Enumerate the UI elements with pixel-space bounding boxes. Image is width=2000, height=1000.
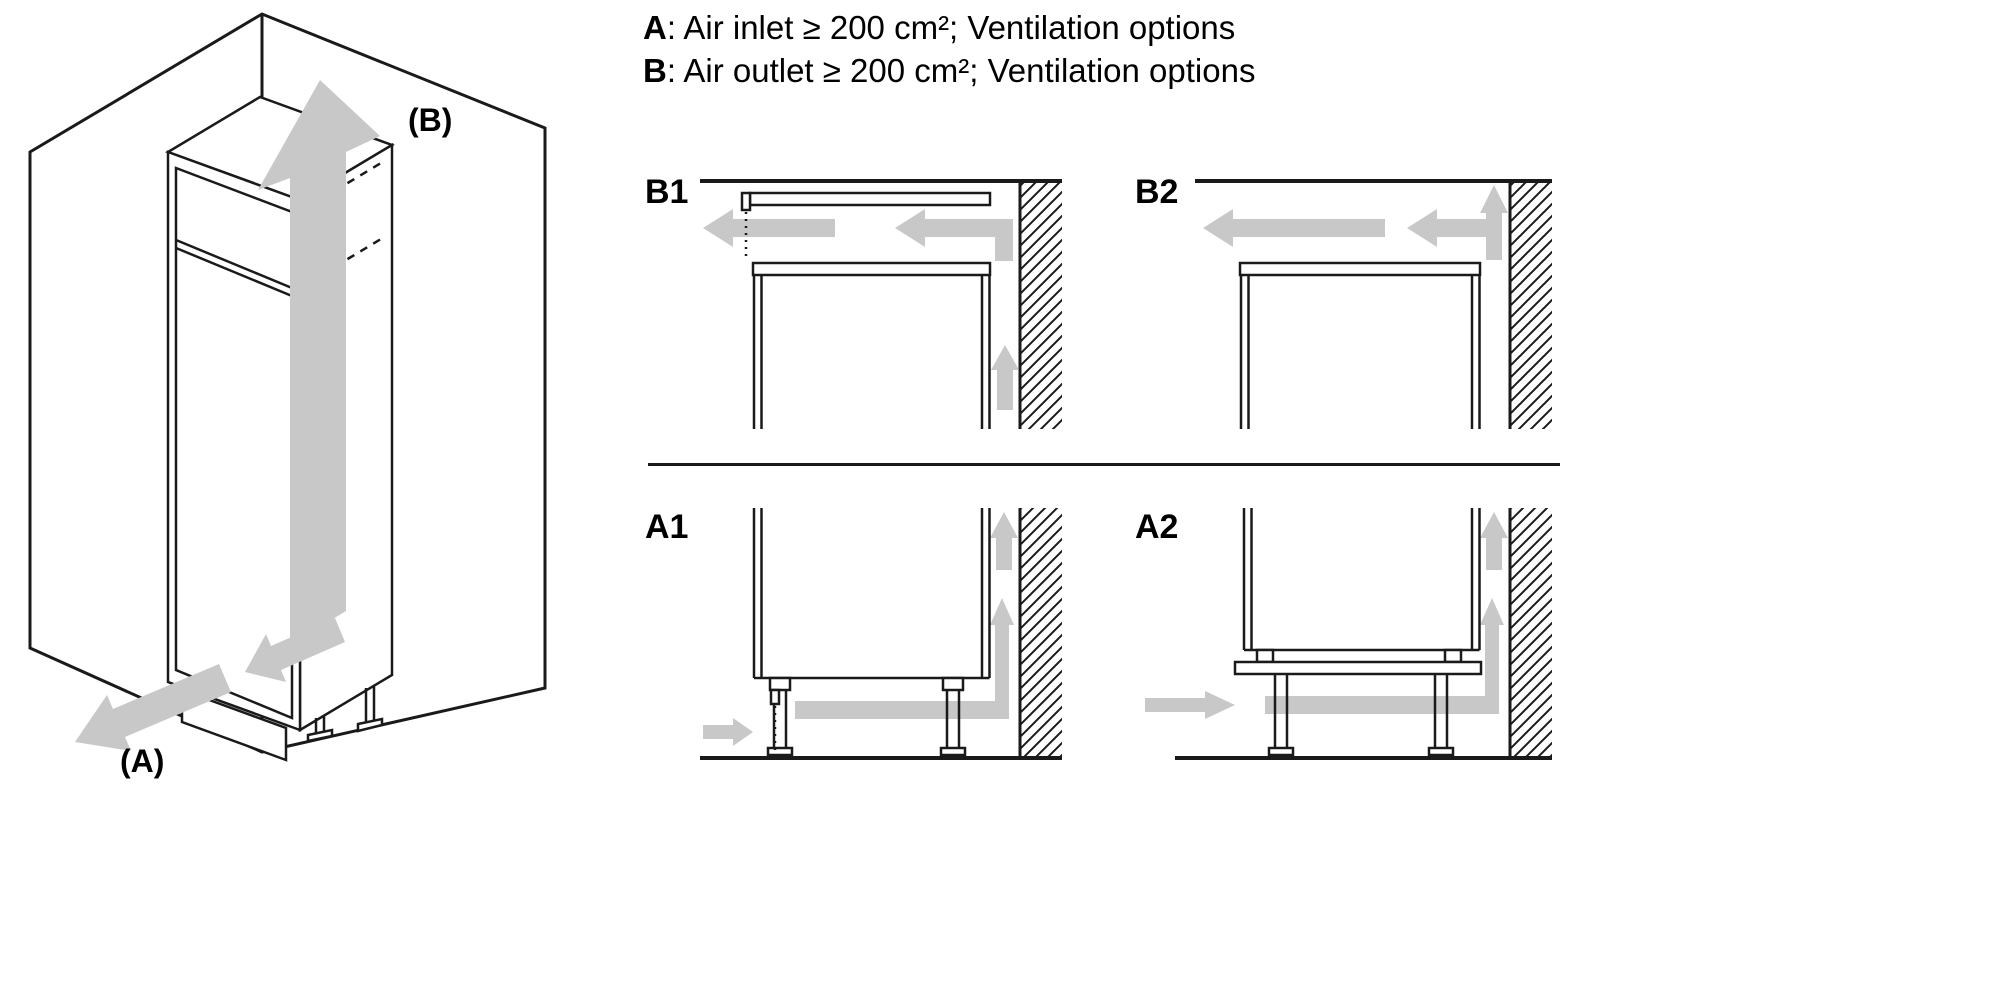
air-inlet-inner-arrow <box>245 618 345 682</box>
front-grille-piece <box>769 688 781 706</box>
legend-key-b: B <box>643 52 667 89</box>
airflow-arrows <box>703 512 1018 746</box>
panel-a2-label: A2 <box>1135 508 1179 546</box>
panel-a1: A1 <box>645 500 1065 770</box>
legend-text-a: : Air inlet ≥ 200 cm²; Ventilation optio… <box>666 9 1236 46</box>
airflow-arrows <box>1203 185 1508 260</box>
air-under-base-turn-up-arrow <box>1265 598 1504 714</box>
legend-line-air-outlet: B: Air outlet ≥ 200 cm²; Ventilation opt… <box>643 49 1255 92</box>
leg-base-plate <box>1427 746 1455 757</box>
panel-b2-drawing <box>1195 179 1552 429</box>
overview-isometric-figure: (B) (A) <box>28 12 547 779</box>
panel-b1: B1 <box>645 165 1065 445</box>
air-over-top-arrow <box>1407 209 1495 247</box>
panel-b2-label: B2 <box>1135 173 1179 211</box>
air-outlet-up-arrow <box>258 80 380 645</box>
appliance-side-walls <box>1239 275 1481 429</box>
leg-base-plate <box>1267 746 1295 757</box>
air-inlet-label: (A) <box>120 743 164 779</box>
furniture-and-appliance <box>740 191 992 429</box>
section-divider <box>648 463 1560 466</box>
appliance-top-panel <box>751 261 992 277</box>
appliance-and-plinth <box>752 508 991 757</box>
airflow-arrows <box>703 209 1019 410</box>
panel-a2: A2 <box>1135 500 1555 770</box>
legend-line-air-inlet: A: Air inlet ≥ 200 cm²; Ventilation opti… <box>643 6 1255 49</box>
wall-hatch <box>1020 508 1062 758</box>
appliance-foot <box>1255 648 1275 664</box>
panel-a1-drawing <box>700 508 1062 760</box>
wall-hatch <box>1020 179 1062 429</box>
air-inlet-entry-arrow <box>1145 691 1235 719</box>
air-rise-arrow <box>1480 512 1508 570</box>
air-rise-arrow <box>990 512 1018 570</box>
front-grille-piece <box>740 191 752 212</box>
air-rise-arrow <box>991 345 1019 410</box>
appliance-feet <box>314 686 376 735</box>
panel-b2: B2 <box>1135 165 1555 445</box>
ventilation-legend: A: Air inlet ≥ 200 cm²; Ventilation opti… <box>643 6 1255 92</box>
wall-hatch <box>1510 179 1552 429</box>
leg-base-plate <box>766 746 794 757</box>
appliance <box>1238 261 1482 429</box>
air-out-front-arrow <box>703 209 835 247</box>
appliance-side-walls <box>1242 508 1481 650</box>
panel-b1-drawing <box>700 179 1062 429</box>
base-platform <box>1233 660 1483 676</box>
panel-a1-label: A1 <box>645 508 689 546</box>
legend-key-a: A <box>643 9 667 46</box>
appliance-foot <box>941 676 965 692</box>
air-under-plinth-turn-up-arrow <box>795 598 1014 719</box>
air-up-turn-left-arrow <box>895 209 1013 261</box>
appliance-top-panel <box>1238 261 1482 277</box>
air-outlet-label: (B) <box>408 102 452 138</box>
airflow-arrows <box>75 80 380 751</box>
panel-b1-label: B1 <box>645 173 689 211</box>
appliance-side-walls <box>752 275 991 429</box>
appliance-foot <box>1443 648 1463 664</box>
appliance-foot <box>768 676 792 692</box>
airflow-arrows <box>1145 512 1508 719</box>
plinth-legs <box>772 690 961 748</box>
air-inlet-entry-arrow <box>703 718 753 746</box>
appliance-side-walls <box>752 508 991 678</box>
leg-base-plate <box>939 746 967 757</box>
appliance-and-base <box>1233 508 1483 757</box>
legend-text-b: : Air outlet ≥ 200 cm²; Ventilation opti… <box>666 52 1256 89</box>
air-out-front-arrow <box>1203 209 1385 247</box>
top-furniture-panel <box>748 191 992 207</box>
base-legs <box>1273 674 1449 748</box>
air-rise-arrow <box>1480 185 1508 260</box>
wall-hatch <box>1510 508 1552 758</box>
panel-a2-drawing <box>1145 508 1552 760</box>
air-inlet-outer-arrow <box>75 664 231 751</box>
